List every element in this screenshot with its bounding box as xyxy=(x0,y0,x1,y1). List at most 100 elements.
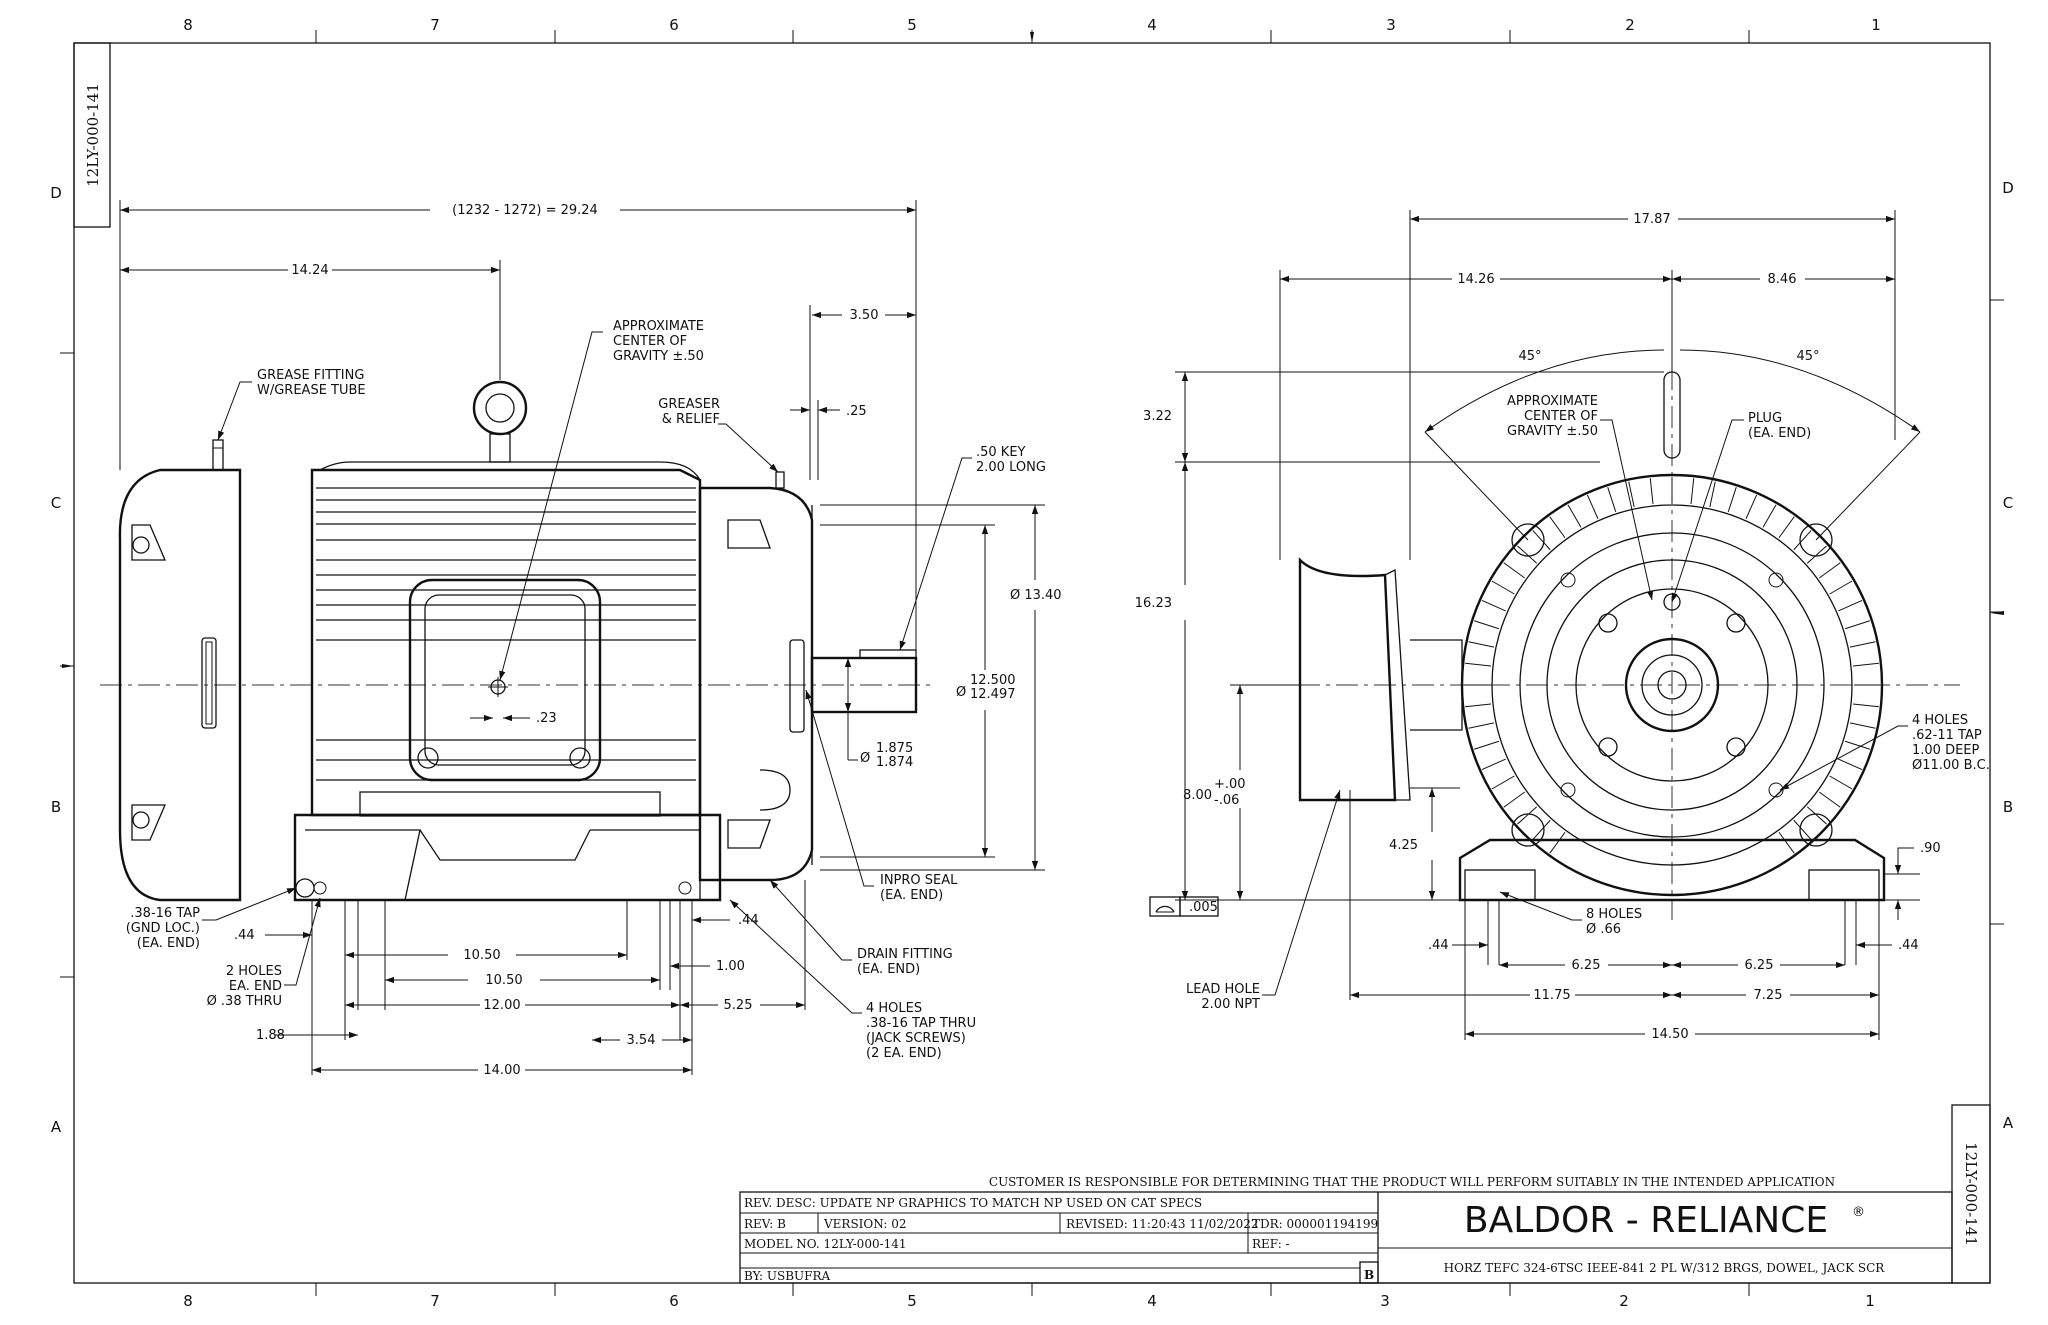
note-holes4-1: 4 HOLES xyxy=(1912,713,1968,728)
note-holes4-2: .62-11 TAP xyxy=(1912,728,1982,743)
zone-bottom-4: 4 xyxy=(1147,1292,1157,1310)
fin-tick xyxy=(1532,819,1551,840)
fin-tick xyxy=(1762,504,1777,528)
note-cg-end-1: APPROXIMATE xyxy=(1507,394,1598,409)
note-holes8-1: 8 HOLES xyxy=(1586,907,1642,922)
tb-revised: REVISED: 11:20:43 11/02/2022 xyxy=(1066,1217,1259,1231)
note-holes-3: Ø .38 THRU xyxy=(207,994,282,1009)
dim-shaft-dia-bottom: 1.874 xyxy=(876,755,913,770)
dim-end-7-25: 7.25 xyxy=(1754,988,1783,1003)
dim-end-foot-6-25-left: 6.25 xyxy=(1572,958,1601,973)
note-jack-1: 4 HOLES xyxy=(866,1001,922,1016)
dim-shaft-height-plus: +.00 xyxy=(1214,777,1246,792)
dim-angle-right: 45° xyxy=(1796,349,1819,364)
brand-registered-mark: ® xyxy=(1852,1205,1865,1220)
fin-tick xyxy=(1468,722,1495,729)
note-jack-4: (2 EA. END) xyxy=(866,1046,942,1061)
zone-top-7: 7 xyxy=(430,16,440,34)
fin-tick xyxy=(1829,580,1853,595)
note-cg-end-2: CENTER OF xyxy=(1524,409,1598,424)
fin-tick xyxy=(1481,758,1506,771)
dim-cg-offset: .23 xyxy=(536,711,557,726)
tb-by: BY: USBUFRA xyxy=(744,1269,831,1283)
zone-top-8: 8 xyxy=(183,16,193,34)
fin-tick xyxy=(1849,722,1876,729)
dim-end-14-50: 14.50 xyxy=(1651,1027,1688,1042)
fin-tick xyxy=(1778,831,1795,854)
fin-tick xyxy=(1727,487,1737,513)
zone-top-2: 2 xyxy=(1625,16,1635,34)
dim-total-height: 16.23 xyxy=(1135,596,1172,611)
dim-shaft-prefix: Ø xyxy=(860,751,870,766)
tb-rev-desc: REV. DESC: UPDATE NP GRAPHICS TO MATCH N… xyxy=(744,1196,1202,1210)
dim-end-foot-44-left: .44 xyxy=(1428,938,1449,953)
dim-foot-3-54: 3.54 xyxy=(627,1033,656,1048)
dim-foot-14-00: 14.00 xyxy=(483,1063,520,1078)
fin-tick xyxy=(1491,775,1515,790)
zone-top-1: 1 xyxy=(1871,16,1881,34)
dim-rabbet-dia-bottom: 12.497 xyxy=(970,687,1016,702)
fin-tick xyxy=(1852,703,1879,708)
disclaimer: CUSTOMER IS RESPONSIBLE FOR DETERMINING … xyxy=(989,1175,1835,1189)
zone-left-a: A xyxy=(51,1118,62,1136)
tb-version: VERSION: 02 xyxy=(823,1217,906,1231)
fin-tick xyxy=(1532,530,1551,551)
zone-labels-top: 8 7 6 5 4 3 2 1 xyxy=(183,16,1881,34)
note-jack-3: (JACK SCREWS) xyxy=(866,1031,966,1046)
note-gnd-2: (GND LOC.) xyxy=(126,921,200,936)
dim-eyebolt-height: 3.22 xyxy=(1143,409,1172,424)
title-block: CUSTOMER IS RESPONSIBLE FOR DETERMINING … xyxy=(739,1175,1953,1284)
fin-tick xyxy=(1829,775,1853,790)
zone-bottom-7: 7 xyxy=(430,1292,440,1310)
zone-top-4: 4 xyxy=(1147,16,1157,34)
note-grease-fitting-2: W/GREASE TUBE xyxy=(257,383,366,398)
zone-bottom-8: 8 xyxy=(183,1292,193,1310)
zone-top-3: 3 xyxy=(1386,16,1396,34)
zone-right-c: C xyxy=(2003,494,2013,512)
zone-right-b: B xyxy=(2003,798,2013,816)
fin-tick xyxy=(1549,516,1566,539)
dim-end-overall-width: 17.87 xyxy=(1633,212,1670,227)
note-gnd-1: .38-16 TAP xyxy=(130,906,200,921)
fin-tick xyxy=(1818,562,1841,579)
fin-tick xyxy=(1474,740,1500,750)
tb-rev-letter: B xyxy=(1364,1268,1374,1282)
dim-shaft-height-main: 8.00 xyxy=(1183,788,1212,803)
dim-end-left-width: 14.26 xyxy=(1457,272,1494,287)
dim-foot-1-00: 1.00 xyxy=(716,959,745,974)
fin-tick xyxy=(1481,599,1506,612)
end-view-notes: APPROXIMATE CENTER OF GRAVITY ±.50 PLUG … xyxy=(1186,394,1990,1012)
drawing-number-bottom-right: 12LY-000-141 xyxy=(1962,1142,1980,1246)
fin-tick xyxy=(1852,662,1879,667)
dim-rabbet-prefix: Ø xyxy=(956,685,966,700)
fin-tick xyxy=(1818,791,1841,808)
fin-tick xyxy=(1745,494,1758,519)
dim-shaft-dia-top: 1.875 xyxy=(876,741,913,756)
zone-right-a: A xyxy=(2003,1114,2014,1132)
fin-tick xyxy=(1465,662,1492,667)
dim-end-right-width: 8.46 xyxy=(1768,272,1797,287)
note-cg-side-1: APPROXIMATE xyxy=(613,319,704,334)
note-plug-2: (EA. END) xyxy=(1748,426,1811,441)
note-greaser-2: & RELIEF xyxy=(662,412,720,427)
dim-foot-1-88: 1.88 xyxy=(256,1028,285,1043)
dim-angle-left: 45° xyxy=(1518,349,1541,364)
note-inpro-1: INPRO SEAL xyxy=(880,873,958,888)
note-greaser-1: GREASER xyxy=(658,397,720,412)
fin-tick xyxy=(1503,791,1526,808)
tb-model: MODEL NO. 12LY-000-141 xyxy=(744,1237,907,1251)
dim-foot-5-25: 5.25 xyxy=(724,998,753,1013)
zone-right-d: D xyxy=(2002,179,2014,197)
zone-labels-side: D C B A D C B A xyxy=(50,179,2014,1136)
note-lead-1: LEAD HOLE xyxy=(1186,982,1260,997)
note-holes4-3: 1.00 DEEP xyxy=(1912,743,1980,758)
tb-ref: REF: - xyxy=(1252,1237,1290,1251)
dim-foot-44-left: .44 xyxy=(234,928,255,943)
dim-foot-height: 4.25 xyxy=(1389,838,1418,853)
note-plug-1: PLUG xyxy=(1748,411,1782,426)
fin-tick xyxy=(1849,641,1876,648)
fin-tick xyxy=(1628,481,1635,508)
note-holes4-4: Ø11.00 B.C. xyxy=(1912,758,1990,773)
note-key-2: 2.00 LONG xyxy=(976,460,1046,475)
fin-tick xyxy=(1806,545,1827,564)
